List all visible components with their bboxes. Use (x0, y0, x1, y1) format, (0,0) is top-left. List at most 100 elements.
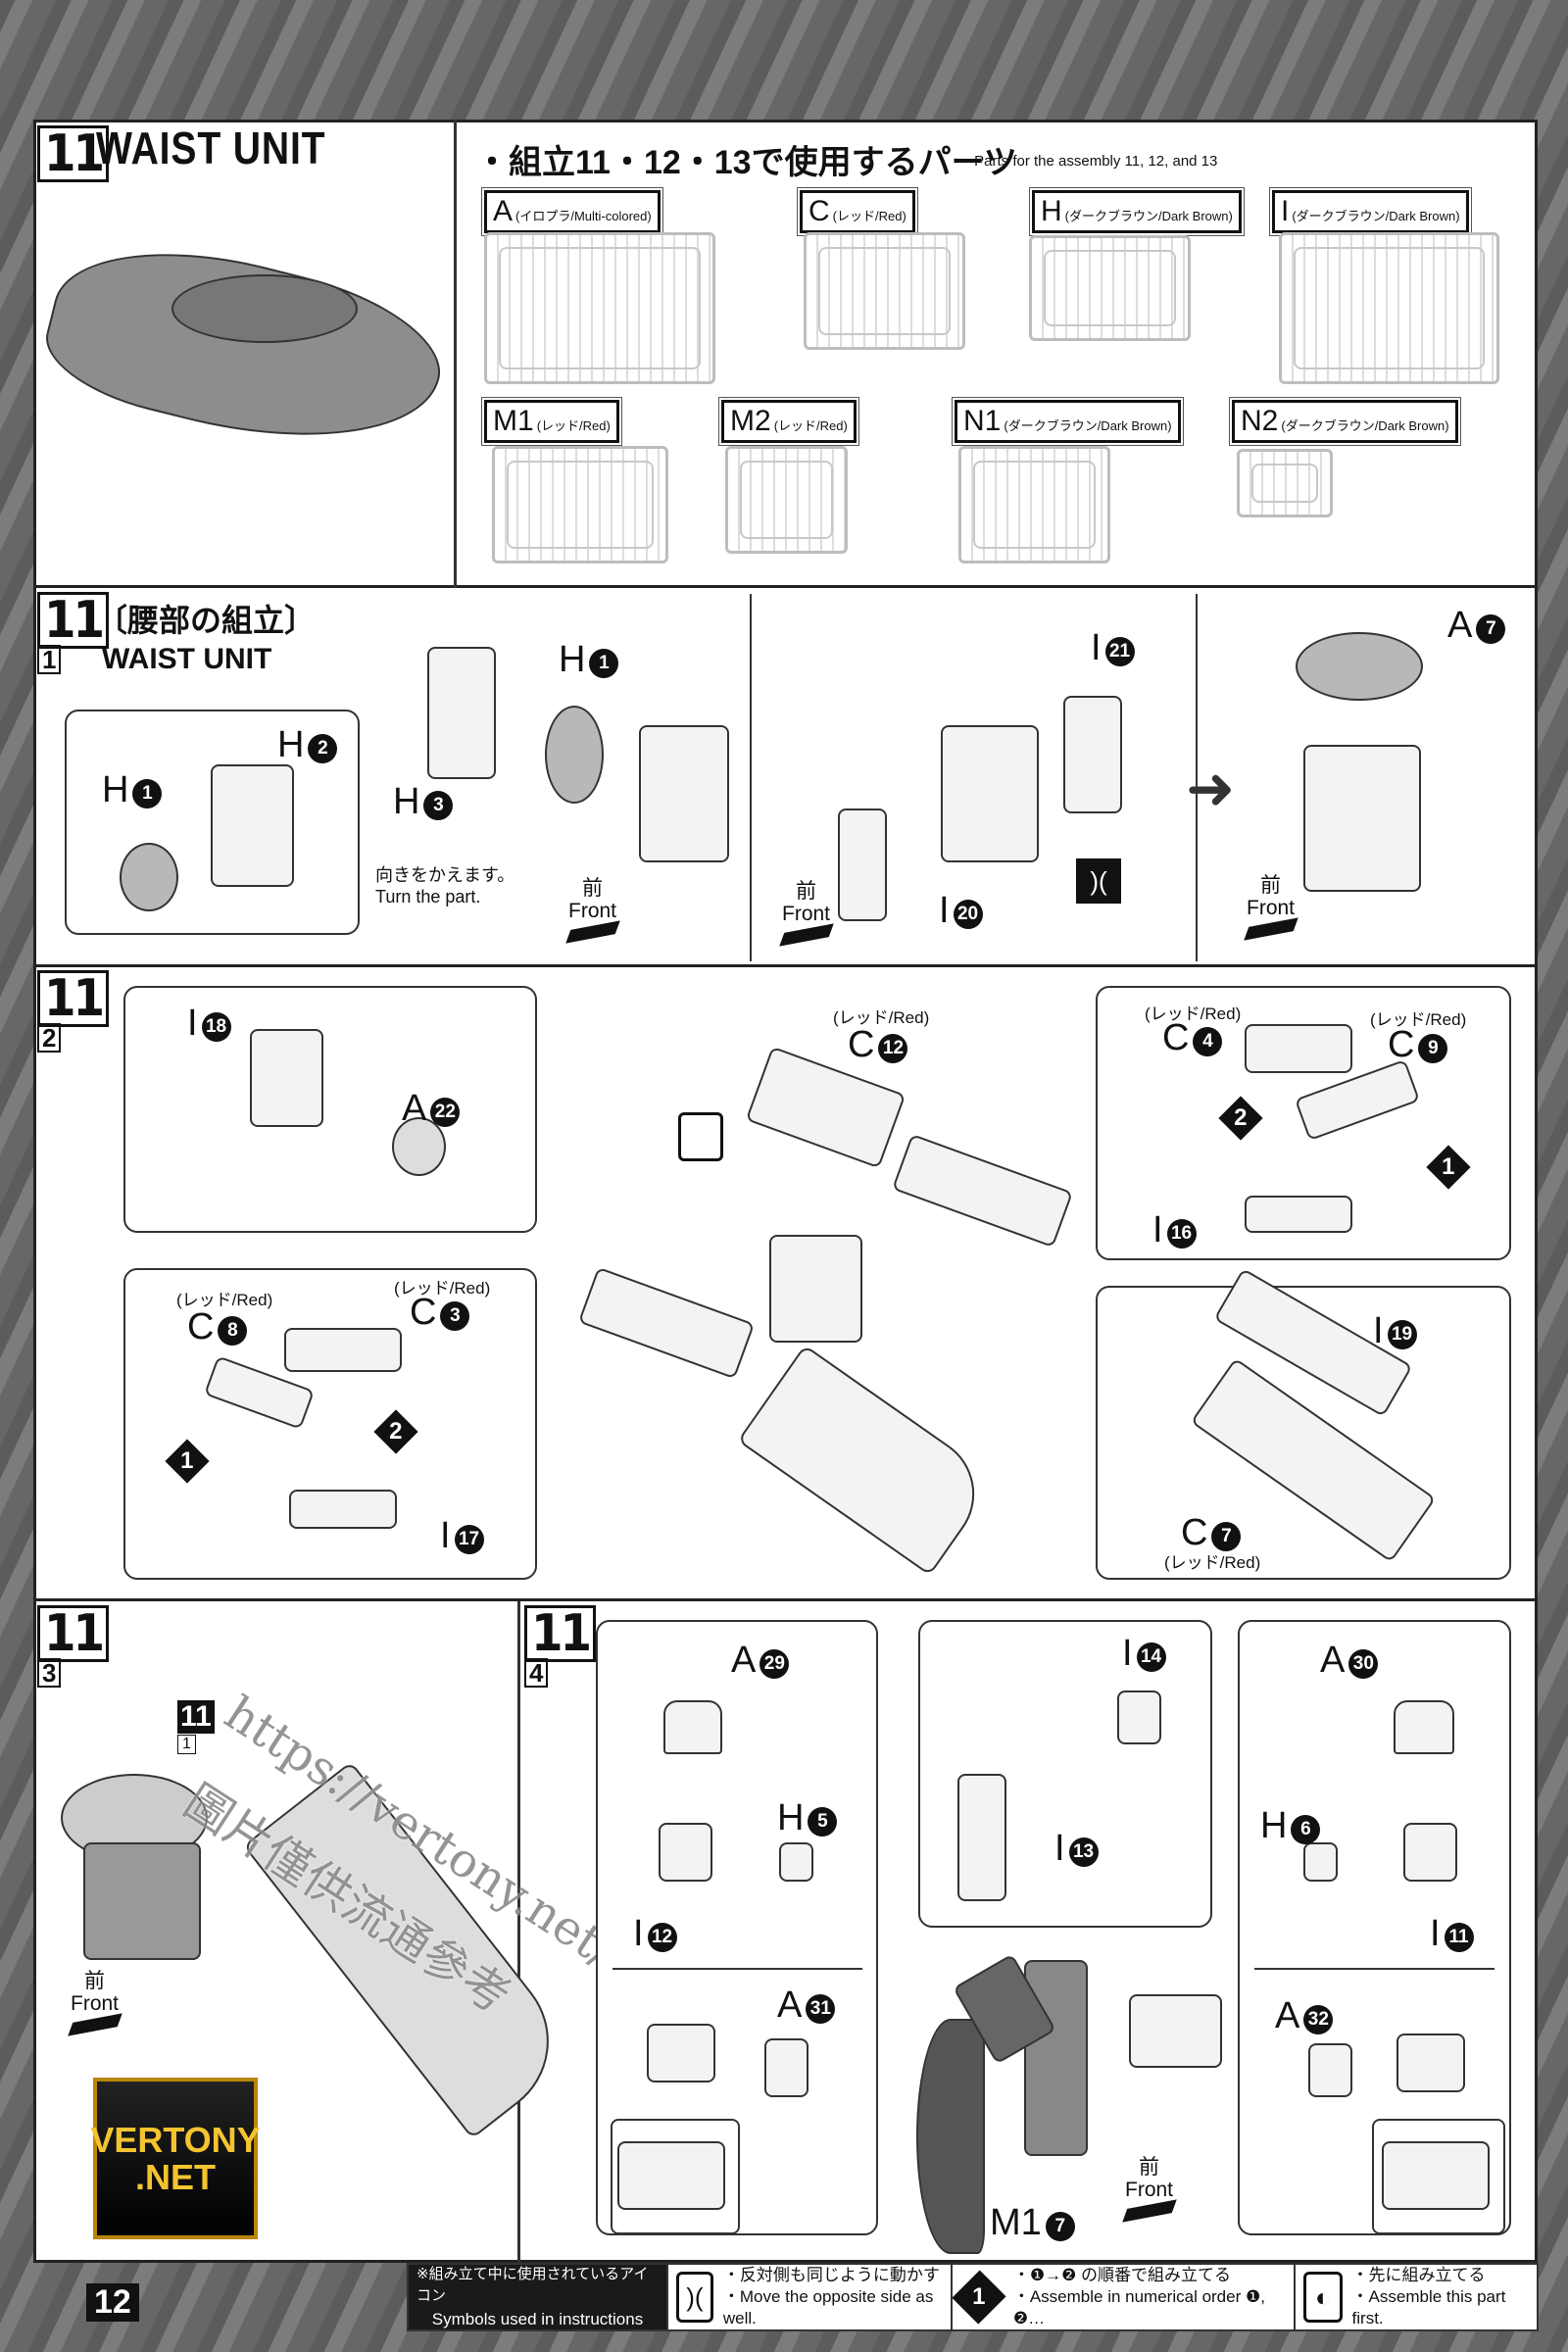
detail-box (123, 986, 537, 1233)
substep-number: 1 (37, 645, 62, 674)
divider (612, 1968, 862, 1970)
substep-number: 2 (37, 1023, 62, 1053)
part-i13 (957, 1774, 1006, 1901)
divider (1196, 594, 1198, 961)
step-number: 11 (524, 1605, 597, 1662)
legend-numbered-order: 1 ・❶→❷ の順番で組み立てる・Assemble in numerical o… (952, 2265, 1296, 2329)
arrow-right-icon: ➜ (1186, 756, 1236, 821)
runner-label-h: H(ダークブラウン/Dark Brown) (1029, 187, 1245, 236)
header-divider (454, 120, 457, 588)
part-h1 (545, 706, 604, 804)
part-a31 (764, 2038, 808, 2097)
part-i20 (838, 808, 887, 921)
waist-assembly (639, 725, 729, 862)
part-h1 (120, 843, 178, 911)
color-note: (レッド/Red) (1164, 1553, 1261, 1572)
part-c3 (284, 1328, 402, 1372)
legend-assemble-first: ◐ ・先に組み立てる・Assemble this part first. (1296, 2265, 1537, 2329)
part-i18 (250, 1029, 323, 1127)
substep-number: 4 (524, 1658, 549, 1688)
color-note: (レッド/Red) (833, 1008, 930, 1027)
color-note: (レッド/Red) (1145, 1004, 1242, 1023)
runner-m2-image (725, 446, 848, 554)
header-section (33, 120, 1538, 588)
turn-part-note: 向きをかえます。Turn the part. (375, 865, 515, 906)
part-c4 (1245, 1024, 1352, 1073)
runner-c-image (804, 232, 965, 350)
joint-assembly (647, 2024, 715, 2082)
step-11-1-section (33, 588, 1538, 967)
runner-m1-image (492, 446, 668, 564)
parts-heading-en: - Parts for the assembly 11, 12, and 13 (965, 153, 1218, 170)
waist-assembly (941, 725, 1039, 862)
color-note: (レッド/Red) (394, 1279, 491, 1298)
runner-label-m2: M2(レッド/Red) (718, 397, 859, 446)
part-h2 (211, 764, 294, 887)
runner-label-i: I(ダークブラウン/Dark Brown) (1269, 187, 1472, 236)
numbered-order-icon: 1 (952, 2270, 1006, 2325)
page-title: WAIST UNIT (96, 122, 326, 173)
part-a30 (1394, 1700, 1454, 1754)
part-i21 (1063, 696, 1122, 813)
part-i14 (1117, 1690, 1161, 1744)
step-number: 11 (37, 125, 110, 182)
joint-assembly (1396, 2034, 1465, 2092)
reference-step: 11 (177, 1700, 215, 1734)
substep-number: 3 (37, 1658, 62, 1688)
divider (517, 1601, 520, 2263)
runner-a-image (484, 232, 715, 384)
step-number: 11 (37, 970, 110, 1027)
part-a29 (663, 1700, 722, 1754)
joint-assembly (1382, 2141, 1490, 2210)
runner-h-image (1029, 235, 1191, 341)
reference-substep: 1 (177, 1735, 196, 1754)
step-number: 11 (37, 1605, 110, 1662)
part-a7 (1296, 632, 1423, 701)
page-number: 12 (86, 2283, 139, 2322)
parts-heading: ・組立11・12・13で使用するパーツ (475, 144, 1017, 181)
waist-unit-top (172, 274, 358, 343)
waist-assembly (83, 1842, 201, 1960)
runner-label-a: A(イロプラ/Multi-colored) (481, 187, 663, 236)
part-m17 (916, 2019, 985, 2254)
part-a32 (1308, 2043, 1352, 2097)
part-i11 (1403, 1823, 1457, 1882)
divider (750, 594, 752, 961)
step-11-2-section (33, 967, 1538, 1601)
runner-label-n1: N1(ダークブラウン/Dark Brown) (952, 397, 1184, 446)
opposite-side-icon: )( (676, 2272, 713, 2323)
runner-n2-image (1237, 449, 1333, 517)
joint-assembly (617, 2141, 725, 2210)
part-i17 (289, 1490, 397, 1529)
opposite-side-icon: )( (1076, 858, 1121, 904)
part-i12 (659, 1823, 712, 1882)
part-a22 (392, 1117, 446, 1176)
